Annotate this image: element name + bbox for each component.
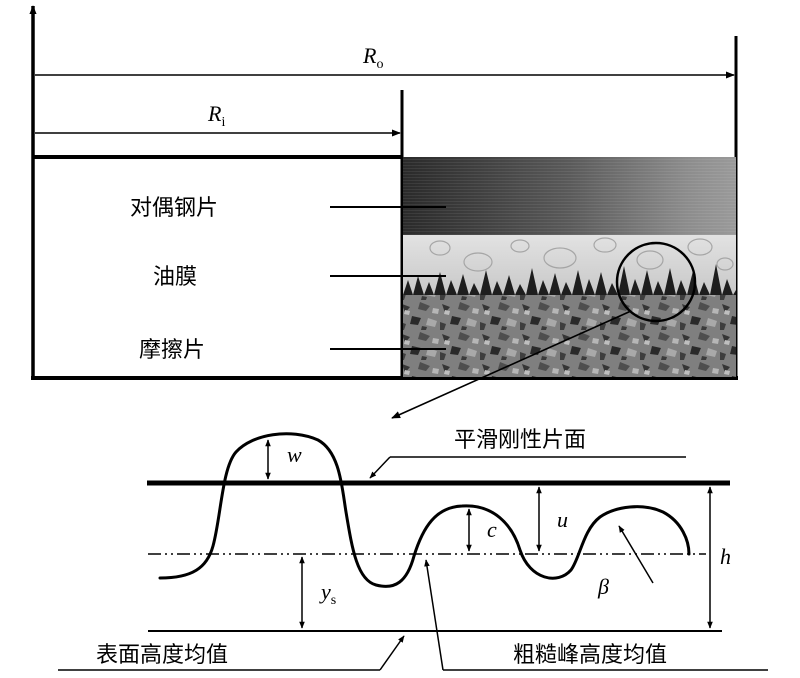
label-u: u: [557, 507, 568, 532]
leader-smooth-plane-arrow: [369, 456, 391, 479]
friction-plate-texture: [403, 295, 736, 377]
label-oil-film: 油膜: [153, 265, 197, 290]
label-friction-plate: 摩擦片: [139, 338, 205, 363]
label-steel-plate: 对偶钢片: [130, 196, 218, 221]
zoom-circle: [615, 241, 697, 323]
label-smooth-plane: 平滑刚性片面: [454, 428, 586, 453]
beta-pointer: [618, 525, 654, 584]
rough-surface-profile: [158, 432, 691, 588]
leader-asperity-mean-arrow: [424, 559, 444, 671]
label-ys: ys: [319, 579, 336, 608]
label-c: c: [487, 517, 497, 542]
label-surface-mean: 表面高度均值: [96, 643, 228, 668]
label-h: h: [720, 544, 731, 569]
layer-block: [403, 157, 736, 377]
label-beta: β: [597, 574, 609, 599]
asperity-peaks: [403, 264, 736, 296]
zoom-pointer-arrow: [391, 310, 632, 419]
ro-label: Ro: [362, 43, 383, 72]
label-asperity-mean: 粗糙峰高度均值: [513, 643, 667, 668]
label-w: w: [287, 442, 302, 467]
ri-label: Ri: [207, 101, 225, 130]
leader-surface-mean-arrow: [379, 635, 405, 671]
